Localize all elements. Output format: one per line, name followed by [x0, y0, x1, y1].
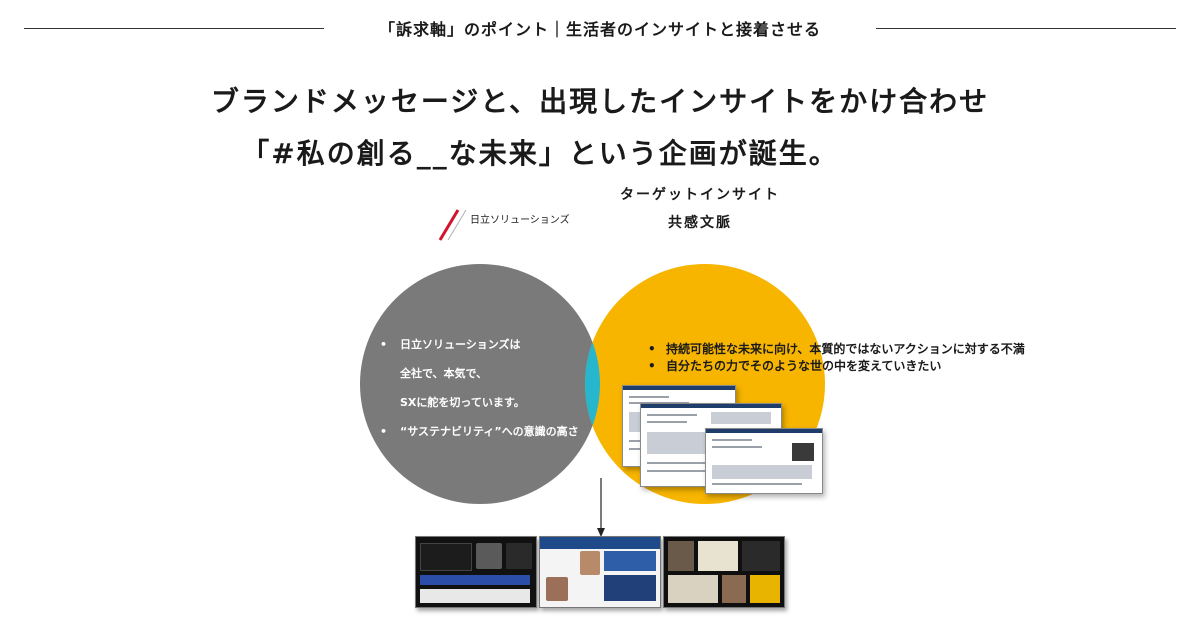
insight-bullet-1: • 持続可能性な未来に向け、本質的ではないアクションに対する不満: [648, 341, 1088, 358]
thumb-panel: [742, 541, 780, 571]
campaign-thumbnail-3: [663, 536, 785, 608]
thumb-panel: [506, 543, 532, 569]
thumb-panel: [420, 543, 472, 571]
down-arrow-icon: [597, 478, 605, 537]
doc-header-bar: [623, 386, 735, 390]
hitachi-solutions-logo: [438, 209, 467, 241]
target-insight-title: ターゲットインサイト: [620, 187, 780, 203]
thumb-portrait: [546, 577, 568, 601]
doc-line: [647, 462, 757, 464]
doc-line: [629, 396, 669, 398]
venn-circle-brand: [360, 264, 600, 504]
venn-top-mask: [360, 250, 600, 263]
doc-line: [712, 483, 802, 485]
doc-photo: [792, 443, 814, 461]
thumb-badge: [750, 575, 780, 603]
insight-bullets: • 持続可能性な未来に向け、本質的ではないアクションに対する不満 • 自分たちの…: [648, 341, 1088, 375]
thumb-portrait: [668, 541, 694, 571]
thumb-strip: [420, 589, 530, 603]
thumb-panel: [604, 575, 656, 601]
thumb-panel: [668, 575, 718, 603]
doc-line: [647, 470, 747, 472]
bullet-dot: •: [380, 425, 388, 438]
doc-header-bar: [641, 404, 781, 408]
thumb-portrait: [476, 543, 502, 569]
thumb-panel: [604, 551, 656, 571]
doc-line: [647, 414, 697, 416]
brand-bullets: • 日立ソリューションズは 全社で、本気で、 SXに舵を切っています。 • “サ…: [380, 330, 610, 446]
logo-text: 日立ソリューションズ: [470, 215, 570, 226]
doc-line: [712, 446, 762, 448]
campaign-thumbnail-2: [539, 536, 661, 608]
section-header-label: 「訴求軸」のポイント｜生活者のインサイトと接着させる: [378, 20, 821, 39]
campaign-thumbnail-1: [415, 536, 537, 608]
brand-bullet-1-row-2: 全社で、本気で、: [380, 359, 610, 388]
bullet-dot: •: [648, 342, 656, 356]
brand-bullet-1-line-2: 全社で、本気で、: [400, 367, 488, 380]
thumb-banner: [540, 537, 660, 549]
insight-bullet-2: • 自分たちの力でそのような世の中を変えていきたい: [648, 358, 1088, 375]
brand-bullet-1-line-3: SXに舵を切っています。: [400, 396, 525, 409]
doc-block: [711, 412, 771, 424]
doc-header-bar: [706, 429, 822, 433]
brand-bullet-1-row-3: SXに舵を切っています。: [380, 388, 610, 417]
headline-line-2: 「#私の創る__な未来」という企画が誕生。: [241, 137, 839, 170]
section-header: 「訴求軸」のポイント｜生活者のインサイトと接着させる: [0, 14, 1200, 42]
insight-bullet-2-text: 自分たちの力でそのような世の中を変えていきたい: [666, 359, 942, 373]
logo-slash-red: [438, 209, 460, 241]
insight-document-3: [705, 428, 823, 494]
brand-bullet-2-text: “サステナビリティ”への意識の高さ: [400, 425, 579, 438]
thumb-portrait: [722, 575, 746, 603]
doc-block: [712, 465, 812, 479]
thumb-banner: [420, 575, 530, 585]
header-rule-left: [24, 28, 324, 29]
header-rule-right: [876, 28, 1176, 29]
insight-bullet-1-text: 持続可能性な未来に向け、本質的ではないアクションに対する不満: [666, 342, 1025, 356]
headline-line-1: ブランドメッセージと、出現したインサイトをかけ合わせ: [210, 85, 990, 118]
thumb-portrait: [580, 551, 600, 575]
empathy-context-subtitle: 共感文脈: [668, 215, 732, 231]
bullet-dot: •: [648, 359, 656, 373]
brand-bullet-2: • “サステナビリティ”への意識の高さ: [380, 417, 610, 446]
brand-bullet-1-line-1: 日立ソリューションズは: [400, 338, 521, 351]
logo-slash-grey: [447, 209, 467, 241]
brand-bullet-1: • 日立ソリューションズは: [380, 330, 610, 359]
bullet-dot: •: [380, 338, 388, 351]
arrow-head: [597, 528, 605, 537]
thumb-panel: [698, 541, 738, 571]
doc-line: [647, 421, 687, 423]
doc-line: [712, 439, 752, 441]
